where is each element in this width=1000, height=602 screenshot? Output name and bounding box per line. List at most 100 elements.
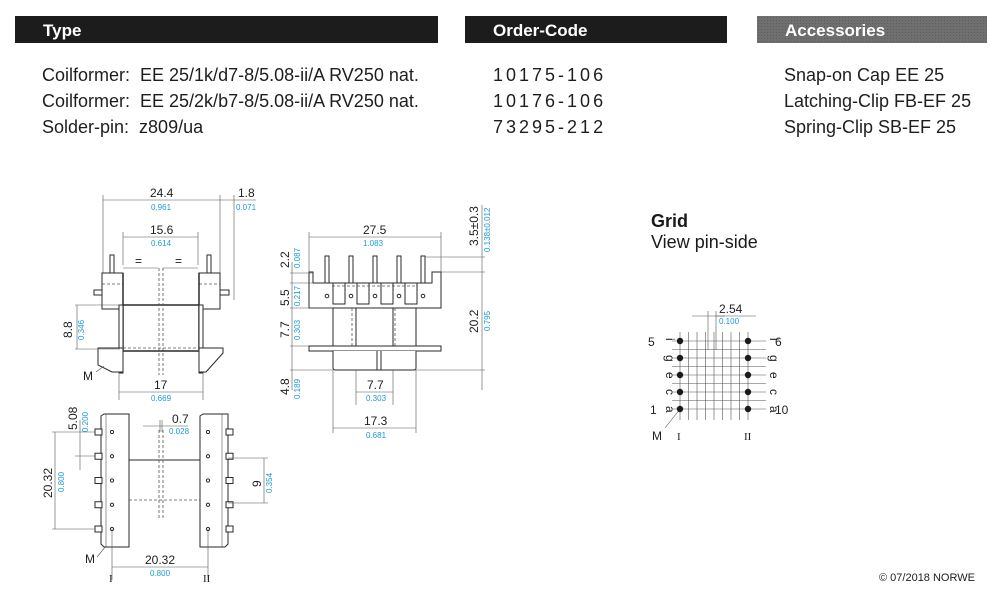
pin-hole [205, 429, 211, 435]
dim-pin-length: 3.5±0.3 [467, 206, 481, 246]
pin-stub [94, 525, 103, 533]
grid-pin [676, 354, 684, 362]
pin-hole [109, 502, 115, 507]
grid-row-letter: c [663, 389, 677, 395]
header-order-code: Order-Code [465, 16, 727, 43]
dim-front-height: 8.8 [61, 321, 75, 338]
header-accessories: Accessories [757, 16, 987, 43]
grid-pin [744, 405, 752, 413]
pin-stub [225, 452, 234, 460]
dim-front-height-inch: 0.346 [77, 319, 86, 340]
dim-side-width-inch: 1.083 [363, 239, 384, 248]
pin-stub [225, 477, 234, 484]
header-type: Type [15, 16, 438, 43]
pin-stub [225, 525, 234, 533]
dim-pin-length-inch: 0.138±0.012 [483, 207, 492, 252]
grid-row-letter: g [663, 355, 677, 362]
order-code-row: 10175-106 [493, 65, 607, 85]
dim-front-width: 24.4 [150, 186, 174, 200]
grid-row-letter: e [767, 372, 781, 379]
grid-row-letter: c [767, 389, 781, 395]
grid-pin [744, 388, 752, 396]
pin-stub [94, 452, 103, 460]
dim-front-width-inch: 0.961 [151, 203, 172, 212]
accessory-row: Latching-Clip FB-EF 25 [784, 91, 972, 111]
dim-front-base-inch: 0.669 [151, 394, 172, 403]
dim-pin-pitch: 5.08 [66, 406, 80, 430]
col-label-i: I [109, 573, 113, 585]
pin-grid [664, 311, 766, 429]
marker-m-bottom: M [85, 552, 95, 566]
dim-core: 7.7 [367, 378, 384, 392]
dim-h3-inch: 0.303 [293, 319, 302, 340]
pin-stub [225, 428, 234, 436]
side-view-drawing [290, 205, 485, 433]
front-view-drawing [75, 195, 256, 400]
grid-row-letter: i [663, 338, 677, 341]
dim-total-height-inch: 0.795 [483, 310, 492, 331]
equal-mark-left: = [135, 254, 142, 268]
pin-hole [205, 478, 211, 483]
dim-h4: 4.8 [278, 378, 292, 395]
bottom-view-drawing [52, 413, 268, 580]
dim-inner: 15.6 [150, 223, 174, 237]
copyright: © 07/2018 NORWE [879, 572, 975, 584]
grid-pin [676, 371, 684, 379]
dim-front-base: 17 [154, 378, 168, 392]
dim-h1-inch: 0.087 [293, 247, 302, 268]
dim-pin-offset-inch: 0.071 [236, 203, 257, 212]
dim-slot-inch: 0.028 [169, 427, 190, 436]
order-code-row: 73295-212 [493, 117, 607, 137]
grid-row-letter: g [767, 355, 781, 362]
grid-heading: Grid View pin-side [651, 211, 758, 253]
dim-row-span: 20.32 [145, 553, 175, 567]
pin-stub [94, 428, 103, 436]
dim-total-height: 20.2 [467, 309, 481, 333]
accessories-column: Snap-on Cap EE 25 Latching-Clip FB-EF 25… [784, 62, 971, 140]
grid-subtitle: View pin-side [651, 232, 758, 252]
marker-m-front: M [83, 369, 93, 383]
grid-pin [676, 405, 684, 413]
type-row: Solder-pin: z809/ua [42, 117, 204, 137]
type-column: Coilformer: EE 25/1k/d7-8/5.08-ii/A RV25… [42, 62, 419, 140]
grid-row-letter: i [767, 338, 781, 341]
pin-hole [109, 454, 115, 459]
pin-hole [205, 502, 211, 507]
grid-pin [676, 337, 684, 345]
pin-hole [109, 429, 115, 435]
grid-pin [744, 337, 752, 345]
grid-col-ii: II [744, 431, 752, 443]
pin-label-10: 10 [775, 403, 789, 417]
dim-side-base-inch: 0.681 [366, 431, 387, 440]
type-row: Coilformer: EE 25/1k/d7-8/5.08-ii/A RV25… [42, 65, 419, 85]
grid-pin [744, 354, 752, 362]
grid-row-letter: a [767, 406, 781, 413]
dim-slot: 0.7 [172, 412, 189, 426]
pin-stub [94, 477, 103, 484]
dim-window-inch: 0.354 [265, 472, 274, 493]
pin-label-1: 1 [650, 403, 657, 417]
grid-row-letter: e [663, 372, 677, 379]
dim-side-width: 27.5 [363, 223, 387, 237]
col-label-ii: II [203, 573, 211, 585]
dim-span: 20.32 [41, 468, 55, 498]
dim-h2: 5.5 [278, 289, 292, 306]
grid-pitch-inch: 0.100 [719, 317, 740, 326]
dim-pin-pitch-inch: 0.200 [81, 411, 90, 432]
dim-side-base: 17.3 [364, 414, 388, 428]
type-row: Coilformer: EE 25/2k/b7-8/5.08-ii/A RV25… [42, 91, 419, 111]
dim-row-span-inch: 0.800 [150, 569, 171, 578]
grid-pitch: 2.54 [719, 302, 743, 316]
pin-stub [94, 501, 103, 509]
grid-title: Grid [651, 211, 689, 231]
dim-pin-offset: 1.8 [238, 186, 255, 200]
pin-label-6: 6 [775, 335, 782, 349]
dim-h2-inch: 0.217 [293, 285, 302, 306]
dim-inner-inch: 0.614 [151, 239, 172, 248]
dim-h3: 7.7 [278, 321, 292, 338]
equal-mark-right: = [175, 254, 182, 268]
marker-m-grid: M [652, 429, 662, 443]
pin-hole [109, 478, 115, 483]
accessory-row: Snap-on Cap EE 25 [784, 65, 945, 85]
